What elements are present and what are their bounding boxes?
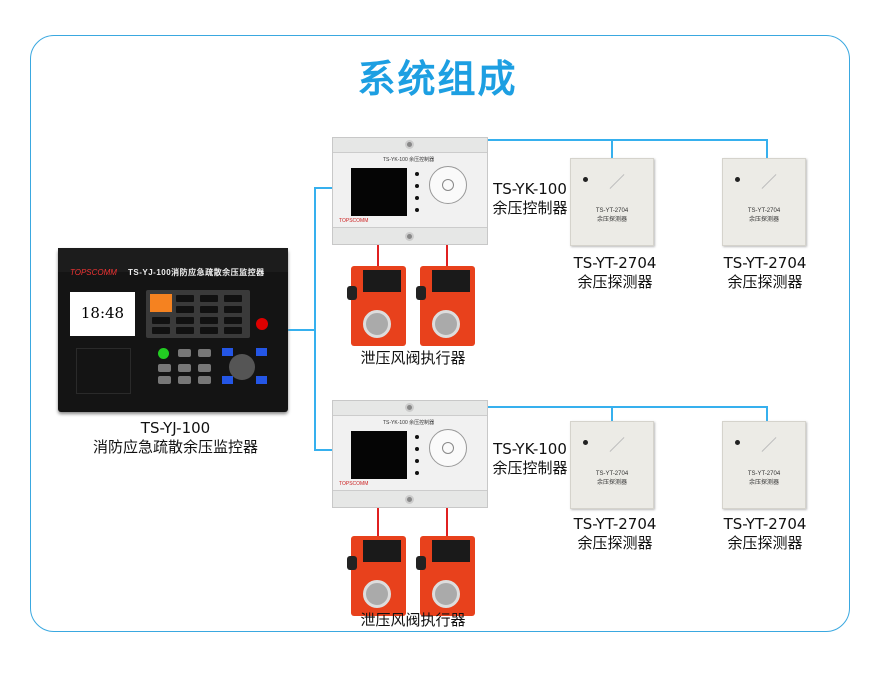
bus-line (766, 406, 768, 421)
controller-label: TS-YK-100 余压控制器 (480, 440, 580, 478)
controller-device: TS-YK-100 余压控制器 TOPSCOMM (332, 137, 488, 245)
controller-name: 余压控制器 (492, 459, 568, 477)
actuator-device (347, 536, 406, 616)
detector-model: TS-YT-2704 (723, 254, 807, 272)
detector-name: 余压探测器 (727, 273, 803, 291)
detector-plate-model: TS-YT-2704 (747, 471, 781, 477)
diagram-frame (30, 35, 850, 632)
emergency-button (256, 318, 268, 330)
detector-device: TS-YT-2704 余压探测器 (570, 421, 654, 509)
controller-device: TS-YK-100 余压控制器 TOPSCOMM (332, 400, 488, 508)
power-line (446, 245, 448, 266)
controller-model: TS-YK-100 (493, 180, 567, 198)
detector-model: TS-YT-2704 (573, 515, 657, 533)
monitor-model: TS-YJ-100 (140, 419, 211, 437)
monitor-label: TS-YJ-100 消防应急疏散余压监控器 (78, 419, 273, 457)
detector-name: 余压探测器 (577, 273, 653, 291)
brand-logo: TOPSCOMM (70, 268, 117, 277)
detector-plate-name: 余压探测器 (596, 480, 627, 486)
monitor-screen: 18:48 (70, 292, 135, 336)
detector-name: 余压探测器 (577, 534, 653, 552)
bus-line (611, 406, 613, 421)
detector-plate-name: 余压探测器 (748, 217, 779, 223)
controller-name: 余压控制器 (492, 199, 568, 217)
page-title: 系统组成 (357, 57, 518, 101)
brand-logo: TOPSCOMM (339, 218, 369, 224)
monitor-name: 消防应急疏散余压监控器 (92, 438, 258, 456)
actuator-label: 泄压风阀执行器 (360, 349, 466, 367)
bus-line (611, 139, 613, 159)
bus-line (488, 139, 768, 141)
power-line (446, 508, 448, 536)
detector-plate-model: TS-YT-2704 (595, 208, 629, 214)
detector-plate-name: 余压探测器 (748, 480, 779, 486)
detector-device: TS-YT-2704 余压探测器 (722, 421, 806, 509)
detector-plate-model: TS-YT-2704 (747, 208, 781, 214)
jog-dial (229, 354, 255, 380)
detector-plate-model: TS-YT-2704 (595, 471, 629, 477)
controller-panel-title: TS-YK-100 余压控制器 (383, 420, 435, 426)
detector-plate-name: 余压探测器 (596, 217, 627, 223)
bus-line (314, 187, 316, 451)
detector-device: TS-YT-2704 余压探测器 (722, 158, 806, 246)
actuator-device (416, 266, 475, 346)
actuator-label: 泄压风阀执行器 (360, 611, 466, 629)
detector-model: TS-YT-2704 (573, 254, 657, 272)
bus-line (766, 139, 768, 159)
power-line (377, 245, 379, 266)
bus-line (482, 406, 768, 408)
power-line (377, 508, 379, 536)
detector-device: TS-YT-2704 余压探测器 (570, 158, 654, 246)
clock-display: 18:48 (80, 304, 125, 322)
printer-slot (76, 348, 131, 394)
monitor-panel-title: TS-YJ-100消防应急疏散余压监控器 (128, 268, 265, 277)
controller-model: TS-YK-100 (493, 440, 567, 458)
detector-name: 余压探测器 (727, 534, 803, 552)
detector-model: TS-YT-2704 (723, 515, 807, 533)
controller-panel-title: TS-YK-100 余压控制器 (383, 157, 435, 163)
bus-line (314, 449, 334, 451)
keypad (146, 290, 250, 338)
controller-label: TS-YK-100 余压控制器 (480, 180, 580, 218)
bus-line (288, 329, 316, 331)
bus-line (314, 187, 334, 189)
brand-logo: TOPSCOMM (339, 481, 369, 487)
monitor-device: TOPSCOMM TS-YJ-100消防应急疏散余压监控器 18:48 (58, 248, 288, 412)
actuator-device (347, 266, 406, 346)
actuator-device (416, 536, 475, 616)
